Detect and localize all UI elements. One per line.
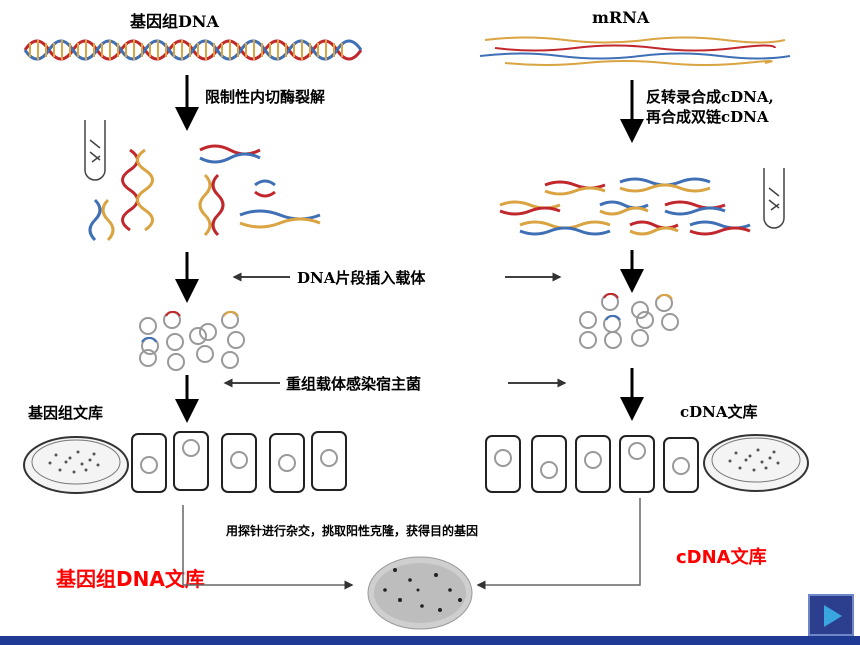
bacteria-row-left (131, 431, 347, 493)
slide-bottom-bar (0, 636, 860, 645)
cdna-library-red-label: cDNA文库 (676, 547, 767, 568)
petri-dish-right (703, 434, 809, 492)
bacteria-row-right (485, 435, 699, 493)
next-slide-button[interactable] (808, 594, 854, 636)
genomic-dna-library-red-label: 基因组DNA文库 (56, 567, 205, 591)
probe-step-label: 用探针进行杂交，挑取阳性克隆，获得目的基因 (226, 524, 479, 538)
test-tube-left (84, 120, 106, 181)
screening-plate (367, 556, 473, 630)
reverse-step-label-1: 反转录合成cDNA, (646, 88, 774, 106)
insert-step-label: DNA片段插入载体 (297, 269, 426, 287)
plasmid-accents (141, 292, 673, 343)
dna-fragments-left (88, 144, 321, 242)
double-arrows (223, 272, 567, 388)
infect-step-label: 重组载体感染宿主菌 (286, 375, 422, 393)
genomic-dna-helix (23, 39, 363, 61)
cdna-library-label: cDNA文库 (680, 403, 758, 421)
cdna-fragments-right (499, 177, 751, 236)
restriction-step-label: 限制性内切酶裂解 (205, 88, 326, 106)
petri-dish-left (23, 436, 129, 494)
test-tube-right (763, 168, 785, 229)
next-slide-icon (824, 605, 842, 627)
screening-arrows (182, 498, 641, 590)
plasmid-cluster-right (579, 293, 679, 349)
genomic-library-label: 基因组文库 (28, 404, 104, 422)
reverse-step-label-2: 再合成双链cDNA (646, 108, 769, 126)
bacteria-plasmids-left (140, 439, 338, 474)
mrna-strands (479, 36, 791, 66)
flow-arrows (175, 75, 644, 423)
mrna-label: mRNA (592, 8, 650, 27)
bacteria-plasmids-right (494, 442, 690, 479)
genomic-dna-label: 基因组DNA (130, 12, 219, 31)
